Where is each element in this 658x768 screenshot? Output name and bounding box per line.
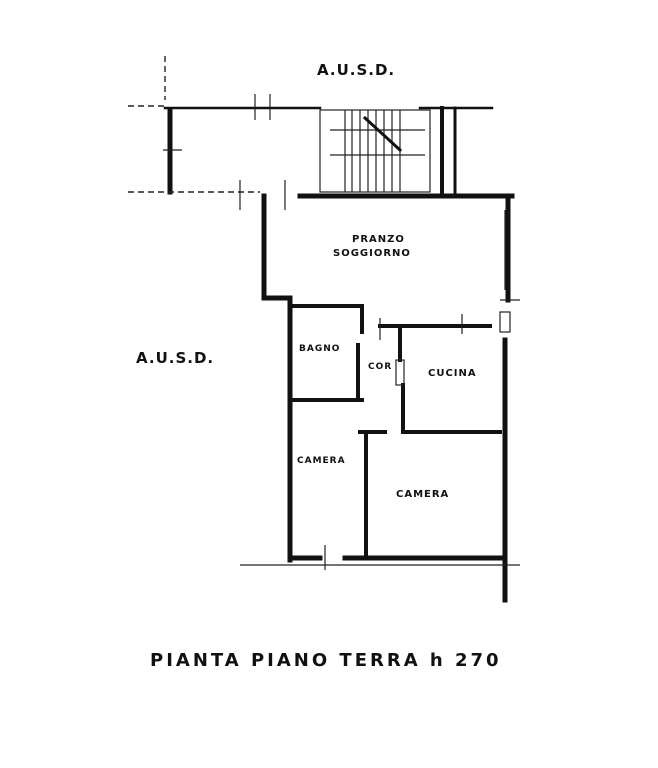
room-label-camera-left: CAMERA <box>297 456 346 466</box>
room-label-camera-right: CAMERA <box>396 489 449 500</box>
outer-walls <box>240 193 520 603</box>
room-label-pranzo: PRANZO <box>352 234 405 245</box>
room-label-bagno: BAGNO <box>299 344 340 354</box>
interior-walls <box>288 304 502 558</box>
room-label-cor: COR <box>368 362 392 372</box>
area-label-left: A.U.S.D. <box>136 349 214 367</box>
area-label-top: A.U.S.D. <box>317 61 395 79</box>
porch-outline <box>128 56 494 210</box>
room-label-cucina: CUCINA <box>428 368 477 379</box>
staircase <box>319 106 457 197</box>
plan-title: PIANTA PIANO TERRA h 270 <box>150 650 502 671</box>
room-label-soggiorno: SOGGIORNO <box>333 248 411 259</box>
